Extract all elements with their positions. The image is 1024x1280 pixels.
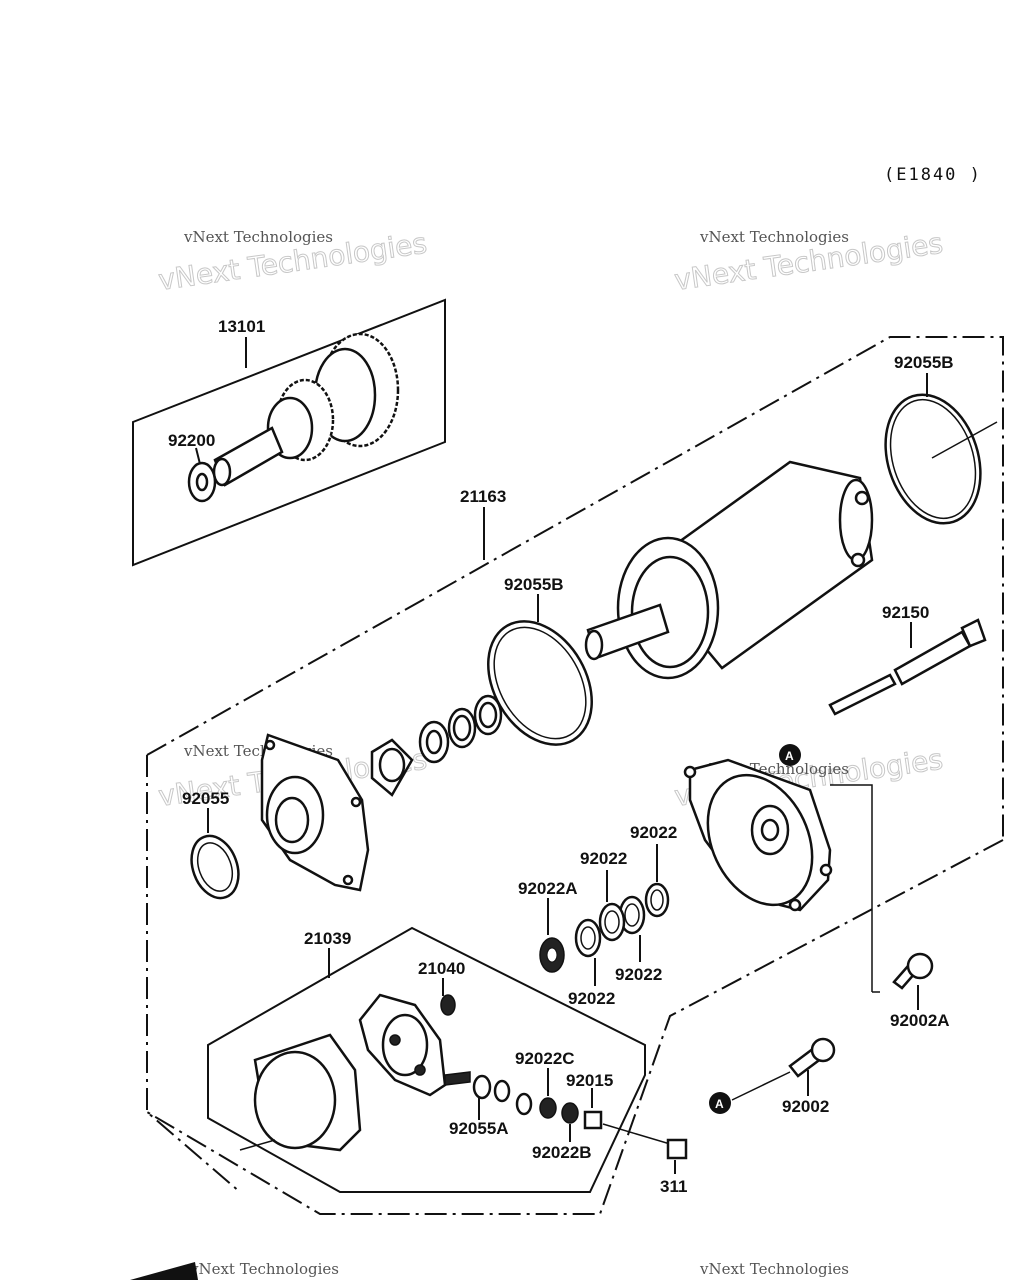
part-label-92015: 92015: [566, 1071, 613, 1090]
part-label-92022a: 92022A: [518, 879, 578, 898]
part-label-92022: 92022: [615, 965, 662, 984]
svg-text:A: A: [785, 749, 794, 763]
motor-yoke: [584, 460, 874, 680]
part-label-92002a: 92002A: [890, 1011, 950, 1030]
corner-stamp: [130, 1262, 198, 1280]
marker-a-upper: A: [779, 744, 801, 766]
watermark-text: vNext Technologies: [183, 228, 333, 246]
washer-92022: [598, 902, 626, 942]
o-ring-92055b-mid: [487, 620, 593, 746]
bolt-92002: [788, 1037, 836, 1078]
rear-housing: [683, 758, 833, 912]
part-label-21039: 21039: [304, 929, 351, 948]
part-label-92022: 92022: [568, 989, 615, 1008]
part-label-311: 311: [660, 1177, 687, 1196]
o-ring-92055b-top: [884, 393, 982, 525]
washer: [515, 1092, 533, 1116]
bolt-92002a: [892, 952, 934, 990]
washer-92022c: [539, 1097, 557, 1119]
part-label-92055a: 92055A: [449, 1119, 509, 1138]
starter-drive-gear: [212, 332, 400, 487]
front-cover: [260, 733, 370, 892]
washer-92022: [574, 918, 602, 958]
o-ring-92055: [190, 834, 240, 900]
marker-a-lower: A: [709, 1092, 731, 1114]
part-label-92002: 92002: [782, 1097, 829, 1116]
nut-92015: [583, 1110, 603, 1130]
nut-311: [666, 1138, 688, 1160]
part-label-92022: 92022: [630, 823, 677, 842]
watermark-text: vNext Technologies: [189, 1260, 339, 1278]
motor-assembly-outline: [146, 336, 1004, 840]
svg-text:A: A: [715, 1097, 724, 1111]
brush-housing: [253, 1033, 362, 1152]
part-label-92022c: 92022C: [515, 1049, 575, 1068]
washer: [493, 1079, 511, 1103]
washer-92022: [644, 882, 670, 918]
part-label-92055b-top: 92055B: [894, 353, 954, 372]
part-label-21163: 21163: [460, 487, 506, 506]
drive-assembly-box: [132, 298, 446, 567]
spring-21040: [440, 994, 456, 1016]
part-label-92022b: 92022B: [532, 1143, 592, 1162]
watermark-text: vNext Technologies: [699, 1260, 849, 1278]
part-label-92150: 92150: [882, 603, 929, 622]
part-label-92055: 92055: [182, 789, 229, 808]
through-bolt-92150: [828, 618, 987, 716]
part-label-92055b-mid: 92055B: [504, 575, 564, 594]
brush-assembly-box: [207, 926, 646, 1193]
part-label-92200: 92200: [168, 431, 215, 450]
diagram-reference-code: (E1840 ): [884, 165, 982, 185]
o-ring-92055a: [472, 1074, 492, 1100]
washer-92022b: [561, 1102, 579, 1124]
part-label-21040: 21040: [418, 959, 465, 978]
part-label-92022: 92022: [580, 849, 627, 868]
part-label-13101: 13101: [218, 317, 265, 336]
watermark-text: vNext Technologies: [699, 228, 849, 246]
brush-holder: [358, 993, 471, 1097]
